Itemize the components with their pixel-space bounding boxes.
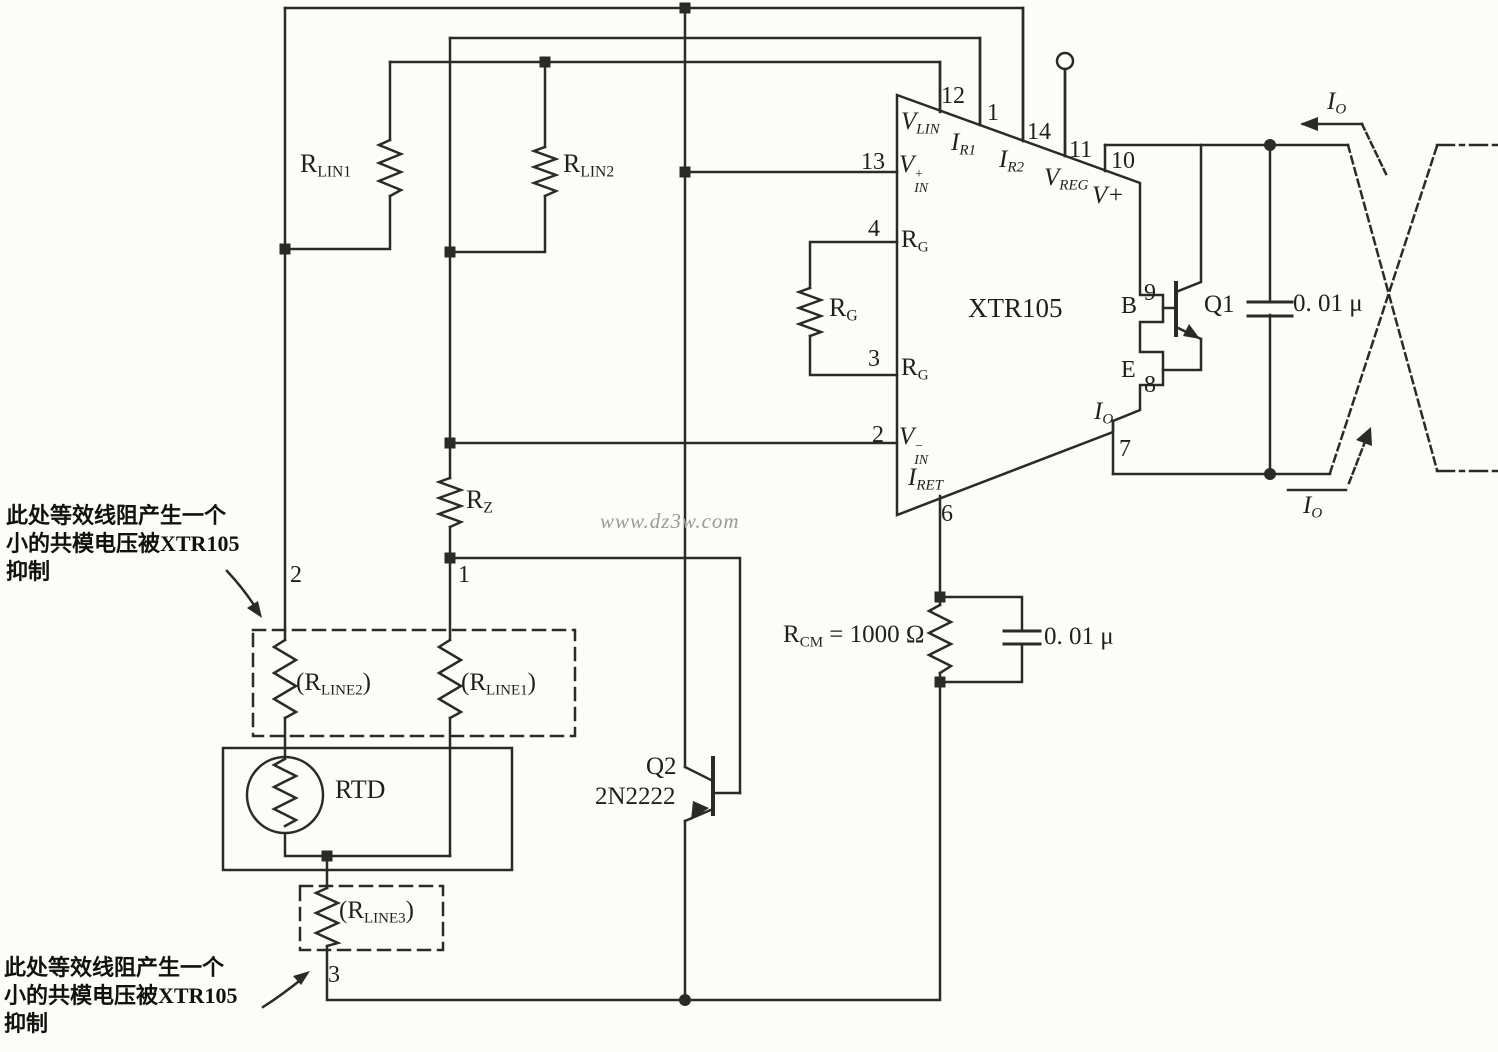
rtd-circle xyxy=(245,755,325,835)
capacitor-right-plates xyxy=(1246,300,1294,318)
resistor-rg xyxy=(795,286,825,338)
pin-number-6: 6 xyxy=(941,501,953,527)
label-rcm: RCM = 1000 Ω xyxy=(783,621,925,651)
node-label-2: 2 xyxy=(290,562,302,588)
current-arrow-io-top xyxy=(1300,117,1388,176)
pin-label-vin-minus: V−IN xyxy=(899,423,929,467)
pin-number-7: 7 xyxy=(1119,436,1131,462)
dashed-region-1 xyxy=(251,628,577,738)
left-network-wires xyxy=(283,6,942,1002)
label-q2: Q2 xyxy=(646,753,677,780)
pin-label-B: B xyxy=(1121,293,1138,319)
pin-label-E: E xyxy=(1121,357,1136,383)
resistor-rline1 xyxy=(436,638,464,720)
watermark-text: www.dz3w.com xyxy=(600,509,740,533)
pin-number-4: 4 xyxy=(868,216,880,242)
current-arrow-io-bottom xyxy=(1286,427,1372,492)
capacitor-bottom-plates xyxy=(1002,629,1042,646)
annotation-top-line3: 抑制 xyxy=(6,559,51,584)
pin-label-io-7: IO xyxy=(1094,398,1114,428)
pin-number-2: 2 xyxy=(872,422,884,448)
pin-label-ir1: IR1 xyxy=(951,129,976,159)
pin-number-9: 9 xyxy=(1144,280,1156,306)
annotation-bottom-line2: 小的共模电压被XTR105 xyxy=(4,983,238,1008)
rtd-box xyxy=(221,746,514,872)
annotation-arrow-top xyxy=(225,569,262,618)
pin-number-11: 11 xyxy=(1069,137,1093,163)
rcm-capacitor-branch xyxy=(938,595,1042,684)
label-rlin1: RLIN1 xyxy=(300,149,352,181)
pin-label-vplus: V+ xyxy=(1092,182,1125,209)
annotation-bottom-line1: 此处等效线阻产生一个 xyxy=(4,955,225,980)
pin-label-vlin: VLIN xyxy=(901,108,940,138)
pin-number-8: 8 xyxy=(1144,372,1156,398)
annotation-top-line1: 此处等效线阻产生一个 xyxy=(6,503,227,528)
pin-label-iret: IRET xyxy=(908,464,943,494)
label-q1: Q1 xyxy=(1204,291,1235,318)
resistor-rline2 xyxy=(271,638,299,720)
node-label-3: 3 xyxy=(328,962,340,988)
pin-number-13: 13 xyxy=(861,149,885,175)
label-rlin2: RLIN2 xyxy=(563,149,615,181)
resistor-rlin1 xyxy=(375,138,405,198)
label-q2-type: 2N2222 xyxy=(595,783,676,810)
annotation-arrow-bottom xyxy=(261,971,310,1009)
label-xtr105: XTR105 xyxy=(968,293,1063,323)
pin-number-3: 3 xyxy=(868,346,880,372)
rtd-sensor xyxy=(221,746,514,872)
output-section-wires xyxy=(1103,143,1350,476)
transistor-q2 xyxy=(683,756,742,823)
label-rline2: (RLINE2) xyxy=(296,669,371,699)
label-io-bottom: IO xyxy=(1303,492,1323,522)
resistor-rcm xyxy=(926,603,954,675)
label-io-top: IO xyxy=(1327,88,1347,118)
resistor-rz xyxy=(435,476,465,529)
pin-label-vin-plus: V+IN xyxy=(899,151,929,195)
chip-pin-stubs xyxy=(808,6,1115,599)
pin-number-10: 10 xyxy=(1111,148,1135,174)
pin-number-14: 14 xyxy=(1027,119,1051,145)
label-cap-bottom: 0. 01 μ xyxy=(1044,623,1114,650)
pin-label-rg-3: RG xyxy=(901,354,929,384)
label-rz: RZ xyxy=(466,485,493,517)
label-rline1: (RLINE1) xyxy=(461,669,536,699)
label-rline3: (RLINE3) xyxy=(339,897,414,927)
pin-label-vreg: VREG xyxy=(1044,164,1089,194)
transistor-q1 xyxy=(1161,143,1203,372)
pin-number-1: 1 xyxy=(987,100,999,126)
rtd-element xyxy=(271,757,299,828)
q2-emitter-arrow xyxy=(691,801,709,820)
q1-emitter-arrow xyxy=(1183,324,1200,339)
pin-label-rg-4: RG xyxy=(901,226,929,256)
pin-label-ir2: IR2 xyxy=(999,146,1024,176)
label-rg-external: RG xyxy=(829,293,858,325)
resistor-rline3 xyxy=(312,886,342,948)
label-cap-right: 0. 01 μ xyxy=(1293,290,1363,317)
pin-number-12: 12 xyxy=(941,83,965,109)
dashed-region-2 xyxy=(298,884,445,952)
annotation-top-line2: 小的共模电压被XTR105 xyxy=(6,531,240,556)
annotation-bottom-line3: 抑制 xyxy=(4,1011,49,1036)
resistor-rlin2 xyxy=(530,145,560,198)
output-cross-wires xyxy=(1328,143,1498,475)
node-label-1: 1 xyxy=(458,562,470,588)
junction-dots xyxy=(279,2,1276,1006)
label-rtd: RTD xyxy=(335,775,386,804)
